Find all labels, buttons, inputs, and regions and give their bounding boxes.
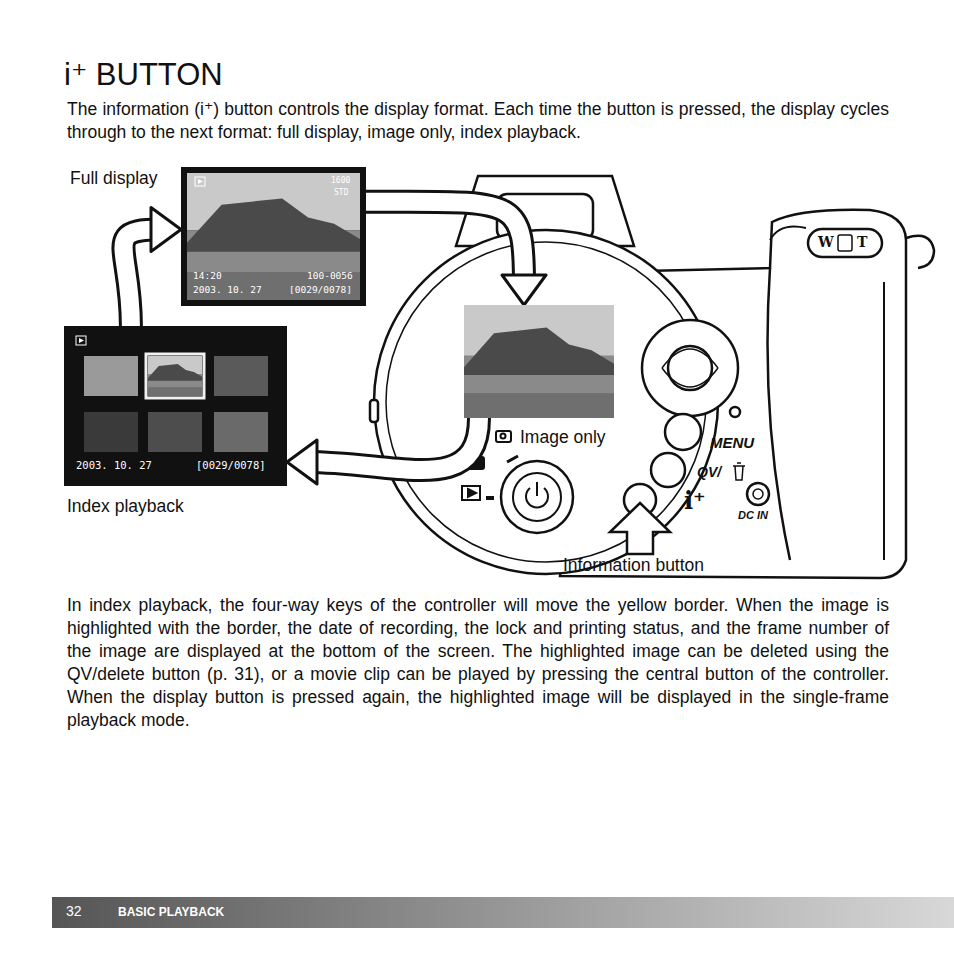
thumbnail bbox=[148, 412, 202, 452]
screen-image-only: Image only bbox=[464, 305, 614, 418]
thumbnail bbox=[84, 412, 138, 452]
screen-readout: 1600 bbox=[331, 176, 350, 185]
screen-index-playback: Index playback2003. 10. 27[0029/0078] bbox=[64, 326, 287, 486]
page-title: i⁺ BUTTON bbox=[64, 56, 223, 93]
controller bbox=[642, 320, 740, 417]
arrow-outline bbox=[366, 202, 524, 285]
zoom-lever bbox=[808, 229, 882, 257]
photo-cliff bbox=[464, 328, 614, 375]
screen-readout: 2003. 10. 27 bbox=[193, 284, 262, 295]
button-marking: QV/ bbox=[697, 464, 721, 480]
pointer-arrow bbox=[610, 503, 670, 554]
thumbnail bbox=[84, 356, 138, 396]
body-text: In index playback, the four-way keys of … bbox=[67, 594, 889, 732]
photo-cliff bbox=[187, 198, 360, 251]
zoom-marking: W bbox=[818, 234, 834, 250]
screen-readout: 2003. 10. 27 bbox=[76, 459, 152, 471]
screen-picture bbox=[464, 305, 614, 418]
screen-label: Index playback bbox=[67, 496, 184, 517]
cycle-arrow bbox=[287, 418, 479, 484]
zoom-marking: T bbox=[857, 234, 867, 250]
cycle-arrow bbox=[366, 202, 546, 305]
photo-shore bbox=[464, 393, 614, 418]
callout-label: Information button bbox=[563, 555, 704, 576]
screen-readout: STD bbox=[334, 188, 348, 197]
play-icon bbox=[76, 336, 86, 345]
arrow-head bbox=[287, 440, 317, 484]
cycle-arrow bbox=[123, 208, 181, 326]
thumbnail bbox=[214, 356, 268, 396]
mode-dial bbox=[486, 456, 573, 533]
arrow-fill bbox=[307, 418, 479, 470]
socket-marking: DC IN bbox=[738, 509, 768, 521]
button-marking: MENU bbox=[710, 434, 754, 451]
thumbnail bbox=[148, 356, 202, 396]
screen-label: Full display bbox=[70, 168, 158, 189]
page-number: 32 bbox=[66, 903, 82, 919]
body-text: The information (i⁺) button controls the… bbox=[67, 98, 889, 144]
buttons bbox=[624, 414, 769, 516]
arrow-head bbox=[502, 275, 546, 305]
photo-shore bbox=[148, 387, 202, 396]
thumbnail bbox=[214, 412, 268, 452]
trash-icon bbox=[733, 463, 745, 480]
play-icon bbox=[195, 177, 205, 186]
screen-readout: [0029/0078] bbox=[289, 284, 352, 295]
play-icon bbox=[79, 338, 84, 343]
section-name: BASIC PLAYBACK bbox=[118, 905, 224, 919]
screen-label: Image only bbox=[520, 427, 606, 448]
screen-readout: [0029/0078] bbox=[196, 459, 266, 471]
arrow-head bbox=[151, 208, 181, 252]
screen-readout: 14:20 bbox=[193, 270, 222, 281]
arrow-outline bbox=[307, 418, 479, 470]
button-marking: i⁺ bbox=[684, 486, 706, 515]
screen-readout: 100-0056 bbox=[307, 270, 353, 281]
play-icon bbox=[198, 179, 203, 184]
screen-full-display: Full display1600STD14:20100-00562003. 10… bbox=[181, 167, 366, 306]
footer-bar bbox=[52, 897, 954, 928]
photo-cliff bbox=[148, 364, 202, 381]
highlight-border bbox=[146, 354, 204, 398]
arrow-fill bbox=[366, 202, 524, 285]
